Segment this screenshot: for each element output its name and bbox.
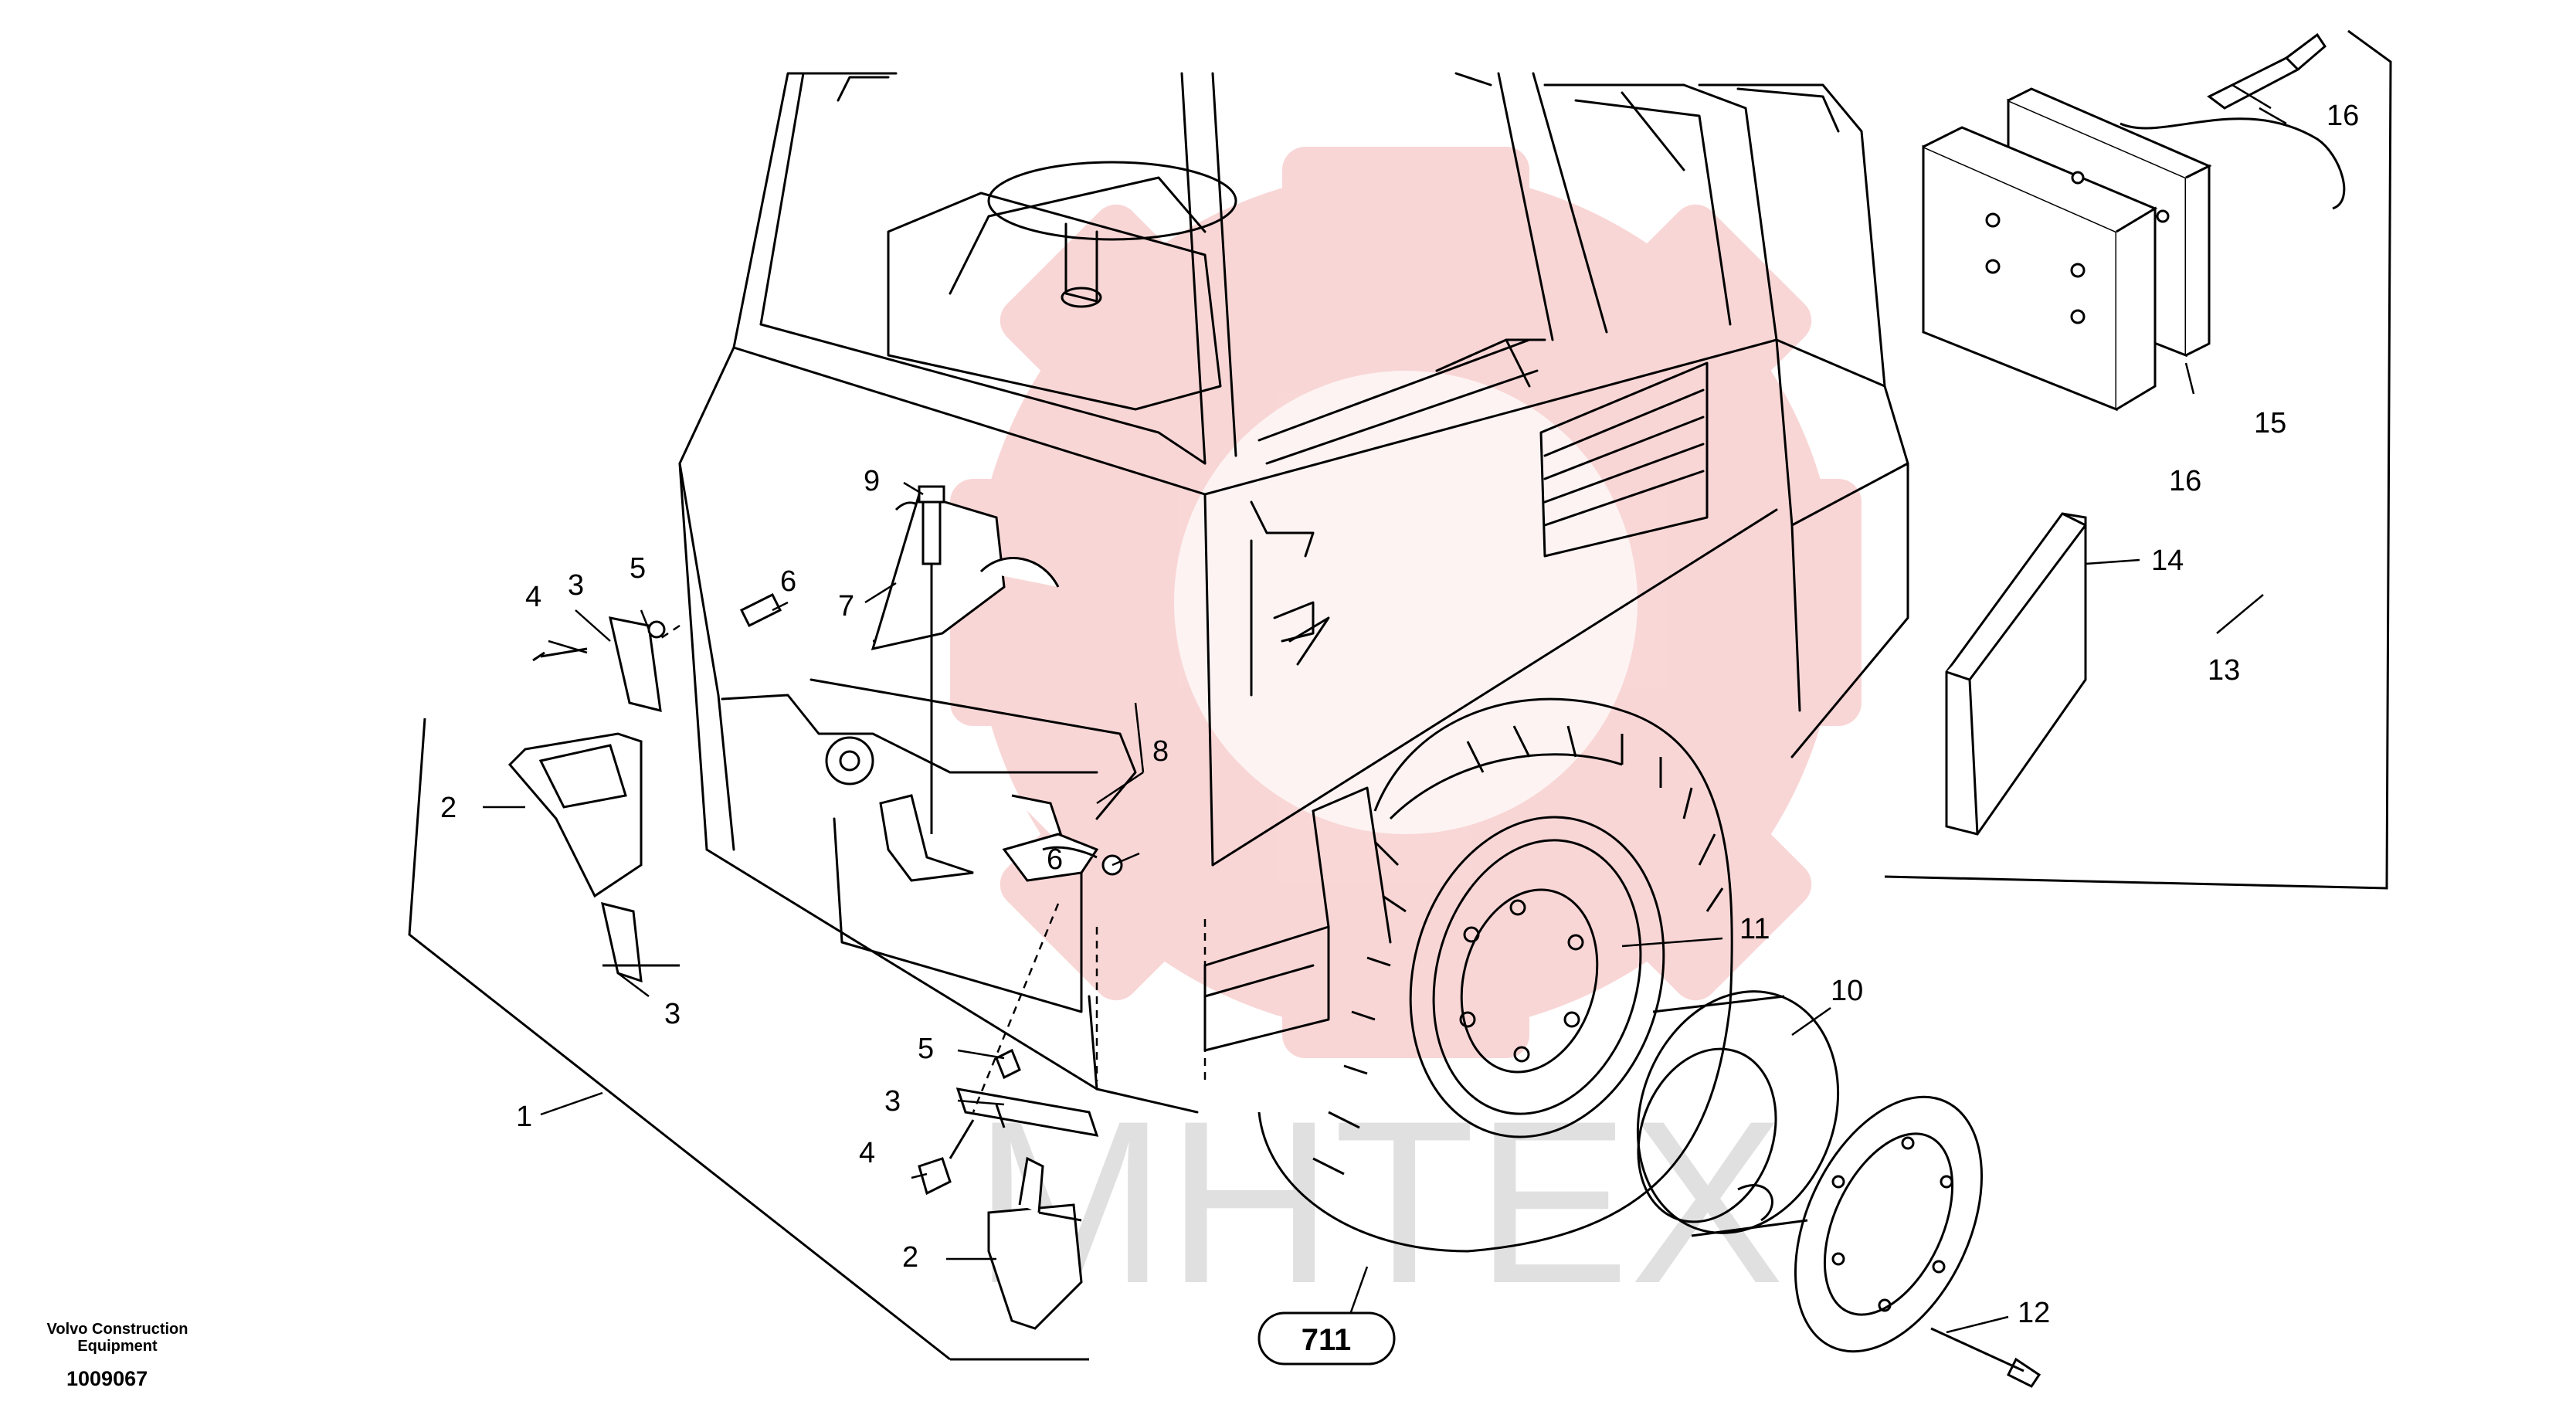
part-10-ring [1636, 990, 1840, 1237]
watermark: MHTEX [950, 147, 1862, 1332]
counterweight-plates [1922, 87, 2212, 412]
group-1-boundary [408, 718, 1089, 1361]
machine-body [678, 72, 1909, 1114]
callout-13[interactable]: 13 [2208, 654, 2240, 687]
callout-6-bottom[interactable]: 6 [1047, 843, 1063, 876]
callout-3-top[interactable]: 3 [568, 569, 584, 602]
callout-15[interactable]: 15 [2254, 407, 2286, 439]
reference-badge-711[interactable]: 711 [1257, 1311, 1396, 1366]
callout-2-bottom[interactable]: 2 [902, 1241, 918, 1274]
callout-8[interactable]: 8 [1152, 735, 1169, 768]
bolt-9 [918, 485, 945, 834]
callout-11[interactable]: 11 [1739, 913, 1770, 945]
callout-5-bottom[interactable]: 5 [918, 1033, 934, 1065]
document-number: 1009067 [66, 1367, 148, 1390]
callout-3-mid[interactable]: 3 [884, 1085, 901, 1118]
callout-14[interactable]: 14 [2151, 545, 2184, 577]
callout-10[interactable]: 10 [1831, 975, 1863, 1007]
callout-1[interactable]: 1 [516, 1101, 532, 1133]
maker-line-1: Volvo Construction [46, 1321, 188, 1338]
part-16-bolt [2120, 32, 2346, 210]
dashed-axis-lines [656, 624, 1207, 1113]
callout-4-top[interactable]: 4 [525, 581, 541, 613]
watermark-text: MHTEX [973, 1072, 1784, 1332]
callout-16-bottom[interactable]: 16 [2169, 465, 2201, 497]
callout-16-top[interactable]: 16 [2327, 100, 2359, 132]
part-12-wheel-disk [1794, 1095, 2041, 1388]
callout-2-left[interactable]: 2 [440, 792, 456, 824]
callout-4-bottom[interactable]: 4 [859, 1137, 875, 1169]
reference-badge-label: 711 [1302, 1323, 1352, 1357]
part-13-bracket [1884, 29, 2392, 890]
callout-3-lower[interactable]: 3 [664, 998, 680, 1030]
callout-6-top[interactable]: 6 [780, 565, 796, 598]
leader-lines [483, 83, 2287, 1334]
maker-line-2: Equipment [77, 1338, 158, 1355]
tyre-assembly [1257, 697, 1733, 1253]
callout-7[interactable]: 7 [838, 590, 854, 623]
callout-5-top[interactable]: 5 [630, 552, 646, 585]
maker-name: Volvo Construction Equipment [14, 1321, 221, 1355]
callout-9[interactable]: 9 [864, 465, 880, 497]
part-14-pad [1945, 512, 2087, 836]
callouts: 1 2 2 3 3 3 4 4 5 5 6 6 7 8 9 10 11 12 1… [440, 100, 2359, 1329]
left-bracket-parts [507, 493, 1123, 1330]
callout-12[interactable]: 12 [2018, 1297, 2050, 1329]
